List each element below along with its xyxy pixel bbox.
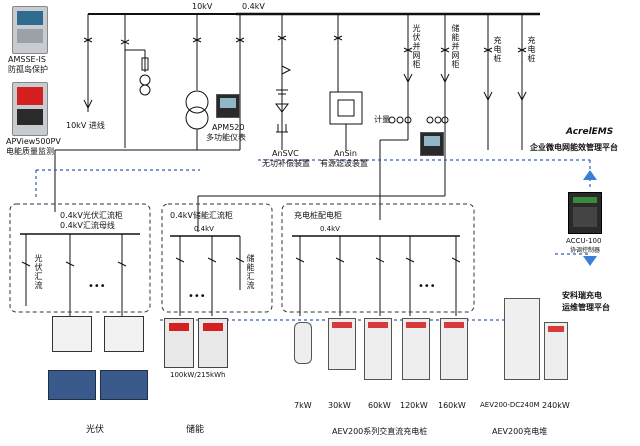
apm520-desc: 多功能仪表 [206, 133, 246, 142]
ops-line2: 运维管理平台 [562, 303, 610, 312]
pv-panel-bus: 0.4kV汇流母线 [60, 221, 115, 230]
charge-stack-cabinet [504, 298, 540, 380]
apview-device-image [12, 82, 48, 136]
amsse-device-image [12, 6, 48, 54]
storage-caption: 储能 [186, 425, 205, 435]
accu100-model: ACCU-100 [566, 237, 602, 245]
storage-panel-bus: 0.4kV [194, 225, 214, 233]
ansvc-desc: 无功补偿装置 [262, 159, 310, 168]
rating-30kw: 30kW [328, 401, 351, 410]
charge-ellipsis: ••• [418, 281, 436, 292]
charge-panel-bus: 0.4kV [320, 225, 340, 233]
accu100-controller-image [568, 192, 602, 234]
ansin-desc: 有源滤波装置 [320, 159, 368, 168]
pv-inverter-1 [52, 316, 92, 352]
amsse-desc: 防孤岛保护 [8, 65, 48, 74]
solar-panel-1 [48, 370, 96, 400]
apview-label: APView500PV [6, 137, 61, 146]
pv-inverter-2 [104, 316, 144, 352]
accu100-desc: 协调控制器 [570, 247, 601, 254]
ansvc-model: AnSVC [272, 149, 299, 158]
charge-panel-title: 充电桩配电柜 [294, 211, 342, 220]
storage-ellipsis: ••• [188, 291, 206, 302]
pv-panel-title: 0.4kV光伏汇流柜 [60, 211, 123, 220]
storage-cabinet-2 [198, 318, 228, 368]
charge-stack-terminal [544, 322, 568, 380]
apm520-meter-image [216, 94, 240, 118]
apview-desc: 电能质量监测 [6, 147, 54, 156]
rating-dc240m: AEV200-DC240M [480, 401, 540, 409]
bus-04kv-label: 0.4kV [242, 2, 265, 11]
ems-subtitle: 企业微电网能效管理平台 [530, 143, 618, 152]
dc-charger-120kw [402, 318, 430, 380]
bus-10kv-label: 10kV [192, 2, 213, 11]
ac-dc-caption: AEV200系列交直流充电桩 [332, 427, 428, 436]
solar-panel-2 [100, 370, 148, 400]
incoming-label: 10kV 进线 [66, 121, 105, 130]
rating-160kw: 160kW [438, 401, 466, 410]
ops-line1: 安科瑞充电 [562, 291, 602, 300]
amsse-label: AMSSE-IS [8, 55, 46, 64]
ac-charger-7kw [294, 322, 312, 364]
rating-240kw: 240kW [542, 401, 570, 410]
rating-120kw: 120kW [400, 401, 428, 410]
pv-cabinet-label: 光伏并网柜 [412, 24, 421, 69]
metering-label: 计量 [374, 115, 390, 124]
feeder-meter-image [420, 132, 444, 156]
apm520-model: APM520 [212, 123, 245, 132]
pv-ellipsis: ••• [88, 281, 106, 292]
ems-title: AcrelEMS [566, 127, 614, 137]
rating-7kw: 7kW [294, 401, 312, 410]
rating-60kw: 60kW [368, 401, 391, 410]
charge-pile-label: 充电桩 [493, 36, 502, 63]
storage-cabinet-1 [164, 318, 194, 368]
dc-charger-30kw [328, 318, 356, 370]
dc-charger-60kw [364, 318, 392, 380]
ansin-model: AnSin [334, 149, 357, 158]
storage-spec: 100kW/215kWh [170, 371, 226, 379]
pv-combiner-label: 光伏汇流 [34, 254, 43, 290]
pv-caption: 光伏 [86, 425, 105, 435]
storage-combiner-label: 储能汇流 [246, 254, 255, 290]
dc-charger-160kw [440, 318, 468, 380]
storage-cabinet-label: 储能并网柜 [451, 24, 460, 69]
storage-panel-title: 0.4kV储能汇流柜 [170, 211, 233, 220]
stack-caption: AEV200充电堆 [492, 427, 548, 436]
charge-stack-label: 充电桩 [527, 36, 536, 63]
